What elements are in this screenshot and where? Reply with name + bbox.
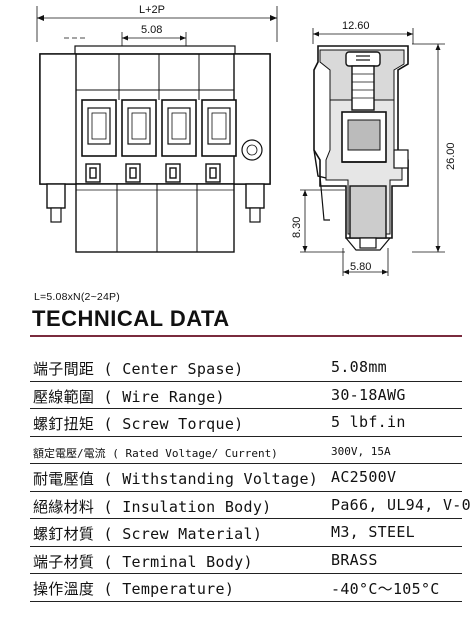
dim-pin-length: 8.30 <box>291 217 303 238</box>
spec-label: 端子間距 ( Center Spase) <box>33 360 244 378</box>
dim-height: 26.00 <box>445 142 457 170</box>
spec-label: 端子材質 ( Terminal Body) <box>33 552 253 571</box>
row-divider <box>30 518 462 519</box>
wire-entry-1 <box>81 99 117 157</box>
row-divider <box>30 463 462 464</box>
spec-value: 30-18AWG <box>331 385 406 404</box>
spec-value: -40°C～105°C <box>331 580 440 598</box>
spec-label: 額定電壓/電流 ( Rated Voltage/ Current) <box>33 446 278 460</box>
length-formula: L=5.08xN(2~24P) <box>34 291 120 303</box>
row-divider <box>30 435 462 437</box>
spec-row-temperature: 操作溫度 ( Temperature) -40°C～105°C <box>30 576 462 604</box>
spec-value: 5 lbf.in <box>331 413 406 431</box>
spec-value: AC2500V <box>331 468 397 486</box>
dim-pitch: 5.08 <box>141 24 162 36</box>
row-divider <box>30 380 462 382</box>
row-divider <box>30 408 462 409</box>
spec-row-wire-range: 壓線範圍 ( Wire Range) 30-18AWG <box>30 384 462 412</box>
front-view <box>36 6 278 253</box>
technical-drawing: L+2P 5.08 12.60 26.00 8.30 5.80 <box>36 4 457 276</box>
spec-row-center-spacing: 端子間距 ( Center Spase) 5.08mm <box>30 356 462 384</box>
spec-row-screw-torque: 螺釘扭矩 ( Screw Torque) 5 lbf.in <box>30 411 462 439</box>
spec-value: 300V, 15A <box>331 444 391 458</box>
row-divider <box>30 545 462 547</box>
spec-row-withstanding-voltage: 耐電壓值 ( Withstanding Voltage) AC2500V <box>30 466 462 494</box>
spec-row-insulation-body: 絕緣材料 ( Insulation Body) Pa66, UL94, V-0 <box>30 494 471 522</box>
spec-value: 5.08mm <box>331 358 387 376</box>
spec-label: 螺釘材質 ( Screw Material) <box>33 525 263 543</box>
spec-value: Pa66, UL94, V-0 <box>331 495 471 514</box>
heading-rule <box>30 335 462 337</box>
wire-entry-4 <box>201 99 237 157</box>
dim-depth: 12.60 <box>342 20 370 32</box>
spec-label: 壓線範圍 ( Wire Range) <box>33 387 225 406</box>
row-divider <box>30 600 462 602</box>
side-view <box>300 28 445 276</box>
spec-label: 螺釘扭矩 ( Screw Torque) <box>33 415 244 433</box>
spec-value: M3, STEEL <box>331 523 415 541</box>
dim-pin-width: 5.80 <box>350 261 371 273</box>
spec-row-terminal-body: 端子材質 ( Terminal Body) BRASS <box>30 549 462 577</box>
row-divider <box>30 490 462 492</box>
spec-value: BRASS <box>331 550 378 569</box>
spec-label: 操作溫度 ( Temperature) <box>33 580 235 598</box>
spec-label: 耐電壓值 ( Withstanding Voltage) <box>33 470 319 488</box>
dim-total-width: L+2P <box>139 4 165 16</box>
spec-label: 絕緣材料 ( Insulation Body) <box>33 497 272 516</box>
spec-table: 端子間距 ( Center Spase) 5.08mm 壓線範圍 ( Wire … <box>30 356 471 604</box>
spec-row-screw-material: 螺釘材質 ( Screw Material) M3, STEEL <box>30 521 462 549</box>
row-divider <box>30 573 462 574</box>
wire-entry-2 <box>121 99 157 157</box>
spec-row-rated-voltage: 額定電壓/電流 ( Rated Voltage/ Current) 300V, … <box>30 439 462 467</box>
section-heading: TECHNICAL DATA <box>32 306 230 331</box>
wire-entry-3 <box>161 99 197 157</box>
